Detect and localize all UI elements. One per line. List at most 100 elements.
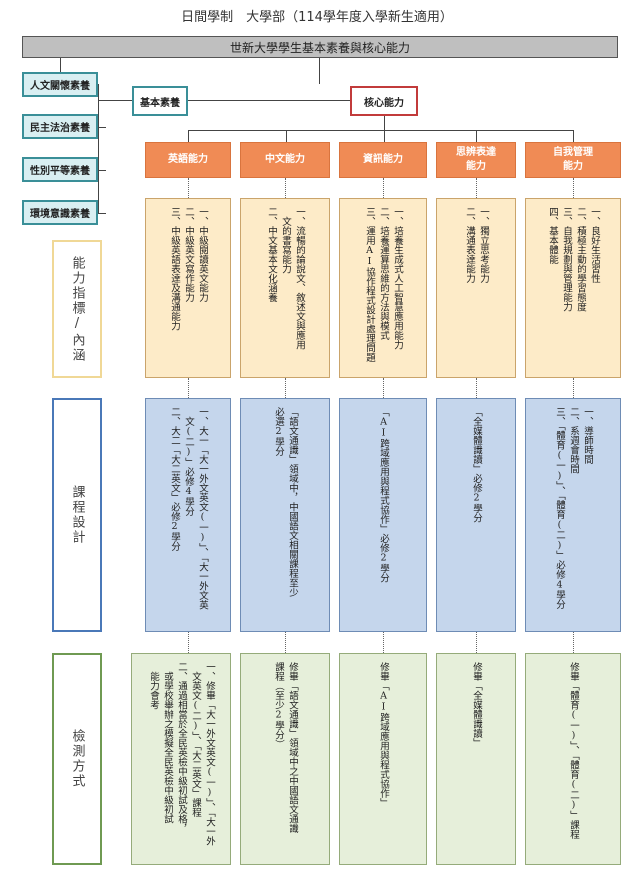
exam-item: 修畢「體育(一)」、「體育(二)」課程 [568, 662, 579, 839]
course-text: 「語文通識」領域中，中國語文相關課程至少 必選2學分 [271, 407, 299, 623]
literacy-box: 民主法治素養 [22, 114, 98, 139]
ability-text: 一、流暢的論說文、敘述文與應用 文的書寫能力 二、中文基本文化涵養 [264, 207, 306, 369]
dotted-connector [188, 378, 189, 398]
dotted-connector [188, 632, 189, 653]
connector-line [98, 100, 132, 101]
course-english: 一、大一「大一外文英文(一)」、「大一外文英 文(二)」必修4學分 二、大二「大… [145, 398, 231, 632]
connector-line [60, 58, 61, 72]
connector-line [98, 127, 106, 128]
exam-item: 文英文(二)」、「大二英文」課程 [190, 662, 201, 818]
ability-item: 二、中級英文寫作能力 [183, 207, 194, 302]
category-chinese: 中文能力 [240, 142, 330, 178]
exam-critical: 修畢「全媒體識讀」 [436, 653, 516, 865]
connector-line [188, 130, 574, 131]
dotted-connector [285, 632, 286, 653]
ability-text: 一、獨立思考能力 二、溝通表達能力 [462, 207, 490, 369]
dotted-connector [285, 178, 286, 198]
connector-line [286, 130, 287, 142]
course-item: 「語文通識」領域中，中國語文相關課程至少 [287, 407, 298, 597]
ability-text: 一、中級閱讀英文能力 二、中級英文寫作能力 三、中級英語表達及溝通能力 [167, 207, 209, 369]
course-item: 三、「體育(一)」、「體育(二)」必修4學分 [554, 407, 565, 610]
course-self: 一、導師時間 二、系週會時間 三、「體育(一)」、「體育(二)」必修4學分 [525, 398, 621, 632]
exam-item: 課程（至少2學分） [273, 662, 284, 749]
ability-item: 三、自我規劃與管理能力 [561, 207, 572, 312]
ability-item: 一、培養生成式人工智慧應用能力 [392, 207, 403, 350]
dotted-connector [383, 178, 384, 198]
ability-text: 一、良好生活習性 二、積極主動的學習態度 三、自我規劃與管理能力 四、基本體能 [545, 207, 601, 369]
ability-item: 二、積極主動的學習態度 [575, 207, 586, 312]
ability-item: 一、良好生活習性 [589, 207, 600, 283]
ability-critical: 一、獨立思考能力 二、溝通表達能力 [436, 198, 516, 378]
ability-item: 二、中文基本文化涵養 [266, 207, 277, 302]
course-it: 「AI跨域應用與程式協作」必修2學分 [339, 398, 427, 632]
category-english: 英語能力 [145, 142, 231, 178]
dotted-connector [573, 632, 574, 653]
connector-line [98, 84, 99, 213]
ability-item: 一、獨立思考能力 [478, 207, 489, 283]
course-text: 一、大一「大一外文英文(一)」、「大一外文英 文(二)」必修4學分 二、大二「大… [167, 407, 209, 623]
connector-line [319, 58, 320, 84]
exam-item: 能力會考 [148, 662, 159, 710]
category-label: 自我管理能力 [553, 147, 593, 172]
category-critical: 思辨表達能力 [436, 142, 516, 178]
ability-english: 一、中級閱讀英文能力 二、中級英文寫作能力 三、中級英語表達及溝通能力 [145, 198, 231, 378]
ability-item: 二、培養運算思維的方法與模式 [378, 207, 389, 340]
label-exam-text: 檢測方式 [69, 729, 85, 789]
category-label: 思辨表達能力 [456, 147, 496, 172]
basic-literacy-box: 基本素養 [132, 86, 188, 116]
ability-it: 一、培養生成式人工智慧應用能力 二、培養運算思維的方法與模式 三、運用AI協作程… [339, 198, 427, 378]
core-ability-box: 核心能力 [350, 86, 418, 116]
connector-line [188, 130, 189, 142]
dotted-connector [383, 632, 384, 653]
ability-item: 四、基本體能 [547, 207, 558, 264]
dotted-connector [476, 178, 477, 198]
label-exam: 檢測方式 [52, 653, 102, 865]
exam-text: 一、修畢「大一外文英文(一)」、「大一外 文英文(二)」、「大二英文」課程 二、… [146, 662, 216, 856]
exam-text: 修畢「全媒體識讀」 [469, 662, 483, 856]
exam-english: 一、修畢「大一外文英文(一)」、「大一外 文英文(二)」、「大二英文」課程 二、… [131, 653, 231, 865]
ability-item: 文的書寫能力 [280, 207, 291, 274]
course-text: 「全媒體識讀」必修2學分 [469, 407, 483, 623]
ability-item: 三、運用AI協作程式設計處理問題 [364, 207, 375, 362]
exam-it: 修畢「AI跨域應用與程式協作」 [339, 653, 427, 865]
course-item: 二、大二「大二英文」必修2學分 [169, 407, 180, 551]
exam-item: 修畢「AI跨域應用與程式協作」 [378, 662, 389, 808]
dotted-connector [383, 378, 384, 398]
ability-item: 二、溝通表達能力 [464, 207, 475, 283]
course-chinese: 「語文通識」領域中，中國語文相關課程至少 必選2學分 [240, 398, 330, 632]
main-banner: 世新大學學生基本素養與核心能力 [22, 36, 618, 58]
exam-text: 修畢「語文通識」領域中之中國語文通識 課程（至少2學分） [271, 662, 299, 856]
label-ability: 能力指標/內涵 [52, 240, 102, 378]
dotted-connector [188, 178, 189, 198]
dotted-connector [573, 378, 574, 398]
course-item: 一、導師時間 [582, 407, 593, 464]
course-critical: 「全媒體識讀」必修2學分 [436, 398, 516, 632]
course-item: 「全媒體識讀」必修2學分 [471, 407, 482, 523]
category-it: 資訊能力 [339, 142, 427, 178]
ability-chinese: 一、流暢的論說文、敘述文與應用 文的書寫能力 二、中文基本文化涵養 [240, 198, 330, 378]
dotted-connector [476, 378, 477, 398]
ability-text: 一、培養生成式人工智慧應用能力 二、培養運算思維的方法與模式 三、運用AI協作程… [362, 207, 404, 369]
ability-item: 一、中級閱讀英文能力 [197, 207, 208, 302]
ability-item: 一、流暢的論說文、敘述文與應用 [294, 207, 305, 350]
exam-item: 修畢「語文通識」領域中之中國語文通識 [287, 662, 298, 833]
dotted-connector [285, 378, 286, 398]
exam-text: 修畢「體育(一)」、「體育(二)」課程 [566, 662, 580, 856]
connector-line [573, 130, 574, 142]
exam-item: 一、修畢「大一外文英文(一)」、「大一外 [204, 662, 215, 846]
connector-line [476, 130, 477, 142]
course-text: 「AI跨域應用與程式協作」必修2學分 [376, 407, 390, 623]
dotted-connector [476, 632, 477, 653]
exam-self: 修畢「體育(一)」、「體育(二)」課程 [525, 653, 621, 865]
category-self: 自我管理能力 [525, 142, 621, 178]
label-course-text: 課程設計 [69, 485, 85, 545]
exam-item: 或學校舉辦之模擬全民英檢中級初試 [162, 662, 173, 824]
exam-item: 二、通過相當於全民英檢中級初試及格， [176, 662, 187, 833]
connector-line [98, 213, 106, 214]
label-ability-text: 能力指標/內涵 [69, 255, 85, 363]
connector-line [188, 100, 350, 101]
connector-line [384, 130, 385, 142]
course-item: 文(二)」必修4學分 [183, 407, 194, 517]
connector-line [98, 84, 99, 85]
ability-self: 一、良好生活習性 二、積極主動的學習態度 三、自我規劃與管理能力 四、基本體能 [525, 198, 621, 378]
